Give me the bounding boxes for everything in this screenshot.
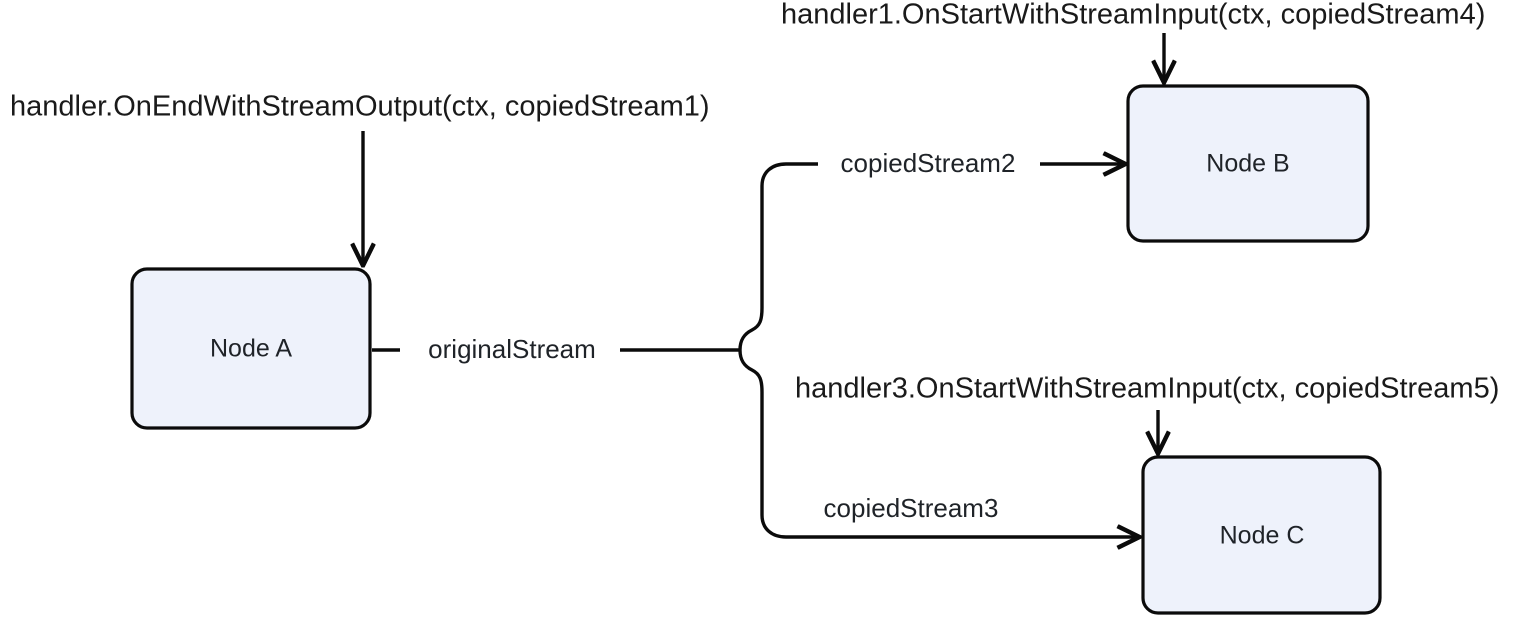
- edge-fork-upper: [738, 162, 818, 351]
- annotation-handler1-start-input: handler1.OnStartWithStreamInput(ctx, cop…: [781, 0, 1485, 31]
- node-b[interactable]: Node B: [1126, 84, 1370, 243]
- annotation-handler3-start-input: handler3.OnStartWithStreamInput(ctx, cop…: [795, 373, 1499, 405]
- edge-fork-lower: [738, 349, 1138, 537]
- edge-label-copied-stream2: copiedStream2: [841, 148, 1016, 178]
- node-a-label: Node A: [210, 335, 292, 363]
- node-c-label: Node C: [1220, 522, 1305, 550]
- edge-label-copied-stream3: copiedStream3: [824, 493, 999, 523]
- node-c[interactable]: Node C: [1141, 455, 1382, 615]
- node-c-box[interactable]: [1141, 455, 1382, 615]
- node-a[interactable]: Node A: [130, 267, 372, 430]
- node-b-box[interactable]: [1126, 84, 1370, 243]
- node-b-label: Node B: [1206, 150, 1289, 178]
- annotation-handler-end-output: handler.OnEndWithStreamOutput(ctx, copie…: [10, 91, 710, 123]
- node-a-box[interactable]: [130, 267, 372, 430]
- edge-label-original-stream: originalStream: [428, 334, 596, 364]
